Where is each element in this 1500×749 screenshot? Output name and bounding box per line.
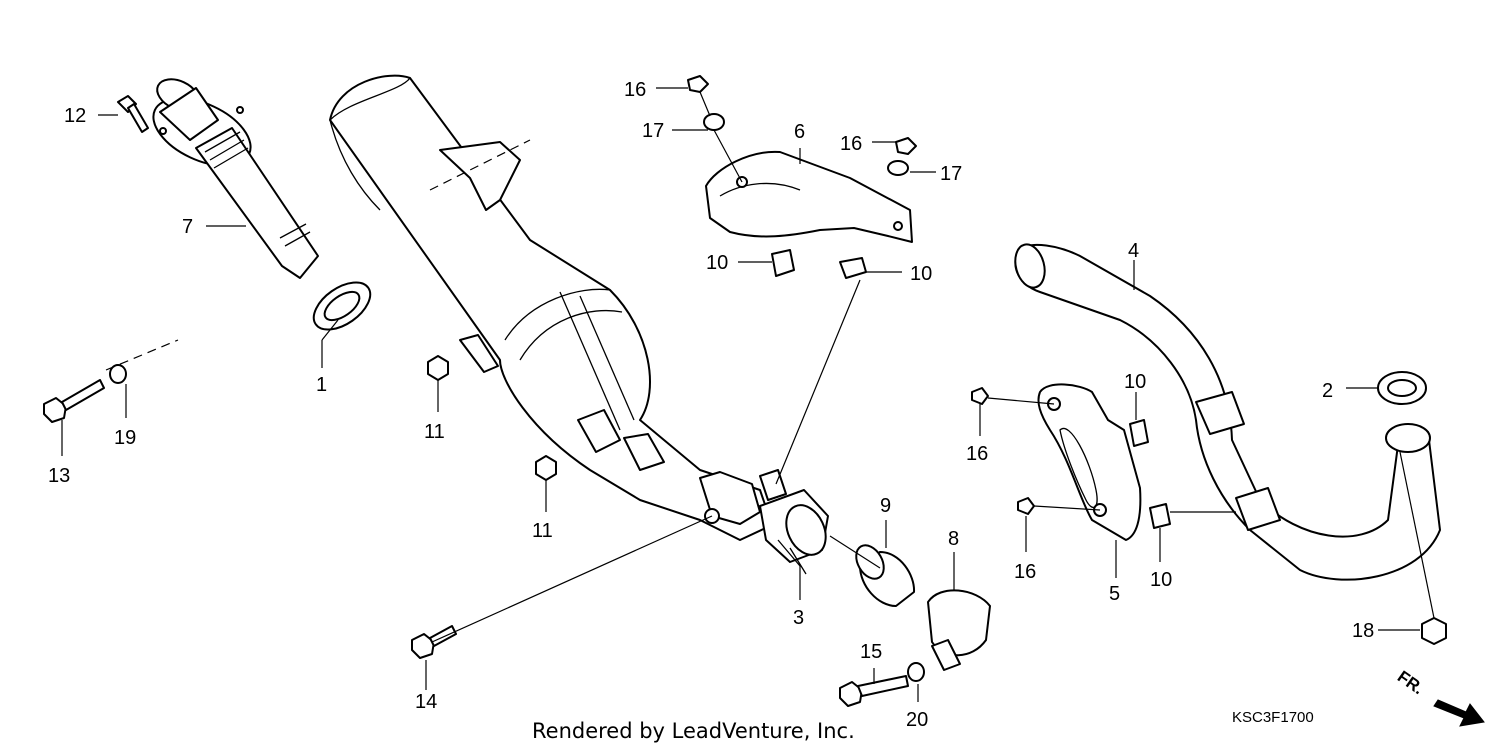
part-13-bolt[interactable]: [43, 379, 105, 423]
callout-4: 4: [1128, 240, 1139, 262]
callout-16: 16: [1014, 561, 1036, 583]
callout-11: 11: [424, 421, 445, 443]
callout-7: 7: [182, 216, 193, 238]
part-2-gasket[interactable]: [1377, 371, 1427, 405]
callout-20: 20: [906, 709, 928, 731]
callout-16: 16: [840, 133, 862, 155]
callout-13: 13: [48, 465, 70, 487]
part-11-nut[interactable]: [427, 355, 557, 481]
callout-labels: 1 2 3 4 5 6 7 8 9 10 10 10 10 11 11 12 1…: [48, 79, 1374, 731]
callout-6: 6: [794, 121, 805, 143]
callout-10: 10: [1150, 569, 1172, 591]
part-14-bolt[interactable]: [411, 625, 457, 659]
callout-8: 8: [948, 528, 959, 550]
part-5-protector[interactable]: [1037, 383, 1142, 541]
part-7-spark-arrester[interactable]: [143, 73, 319, 279]
callout-15: 15: [860, 641, 882, 663]
callout-11: 11: [532, 520, 553, 542]
part-4-exhaust-pipe[interactable]: [1011, 241, 1441, 581]
part-10-clip[interactable]: [771, 249, 1171, 529]
part-3-clamp[interactable]: [759, 489, 833, 575]
callout-12: 12: [64, 105, 86, 127]
callout-1: 1: [316, 374, 327, 396]
callout-10: 10: [910, 263, 932, 285]
part-1-gasket[interactable]: [305, 273, 378, 339]
callout-2: 2: [1322, 380, 1333, 402]
leader-lines: [61, 87, 1435, 702]
callout-17: 17: [642, 120, 664, 142]
callout-14: 14: [415, 691, 437, 713]
callout-16: 16: [966, 443, 988, 465]
callout-17: 17: [940, 163, 962, 185]
front-indicator-label: FR.: [1394, 667, 1427, 698]
part-12-bolt[interactable]: [117, 95, 149, 133]
part-8-band-clamp[interactable]: [927, 589, 991, 671]
part-19-washer[interactable]: [109, 364, 127, 384]
callout-10: 10: [706, 252, 728, 274]
front-direction-indicator: FR.: [1394, 667, 1485, 727]
part-20-washer[interactable]: [907, 662, 925, 682]
credit-text: Rendered by LeadVenture, Inc.: [532, 719, 855, 743]
part-16-bolt[interactable]: [687, 75, 1035, 515]
callout-9: 9: [880, 495, 891, 517]
part-17-washer[interactable]: [703, 113, 909, 176]
arrow-down-right-icon: [1433, 699, 1485, 727]
part-15-bolt[interactable]: [839, 675, 909, 707]
callout-19: 19: [114, 427, 136, 449]
callout-3: 3: [793, 607, 804, 629]
callout-18: 18: [1352, 620, 1374, 642]
part-9-collar[interactable]: [851, 540, 916, 607]
part-6-heat-shield[interactable]: [705, 150, 913, 243]
callout-10: 10: [1124, 371, 1146, 393]
callout-5: 5: [1109, 583, 1120, 605]
part-18-nut[interactable]: [1421, 617, 1447, 645]
muffler[interactable]: [329, 74, 787, 541]
callout-16: 16: [624, 79, 646, 101]
diagram-code: KSC3F1700: [1232, 709, 1314, 726]
